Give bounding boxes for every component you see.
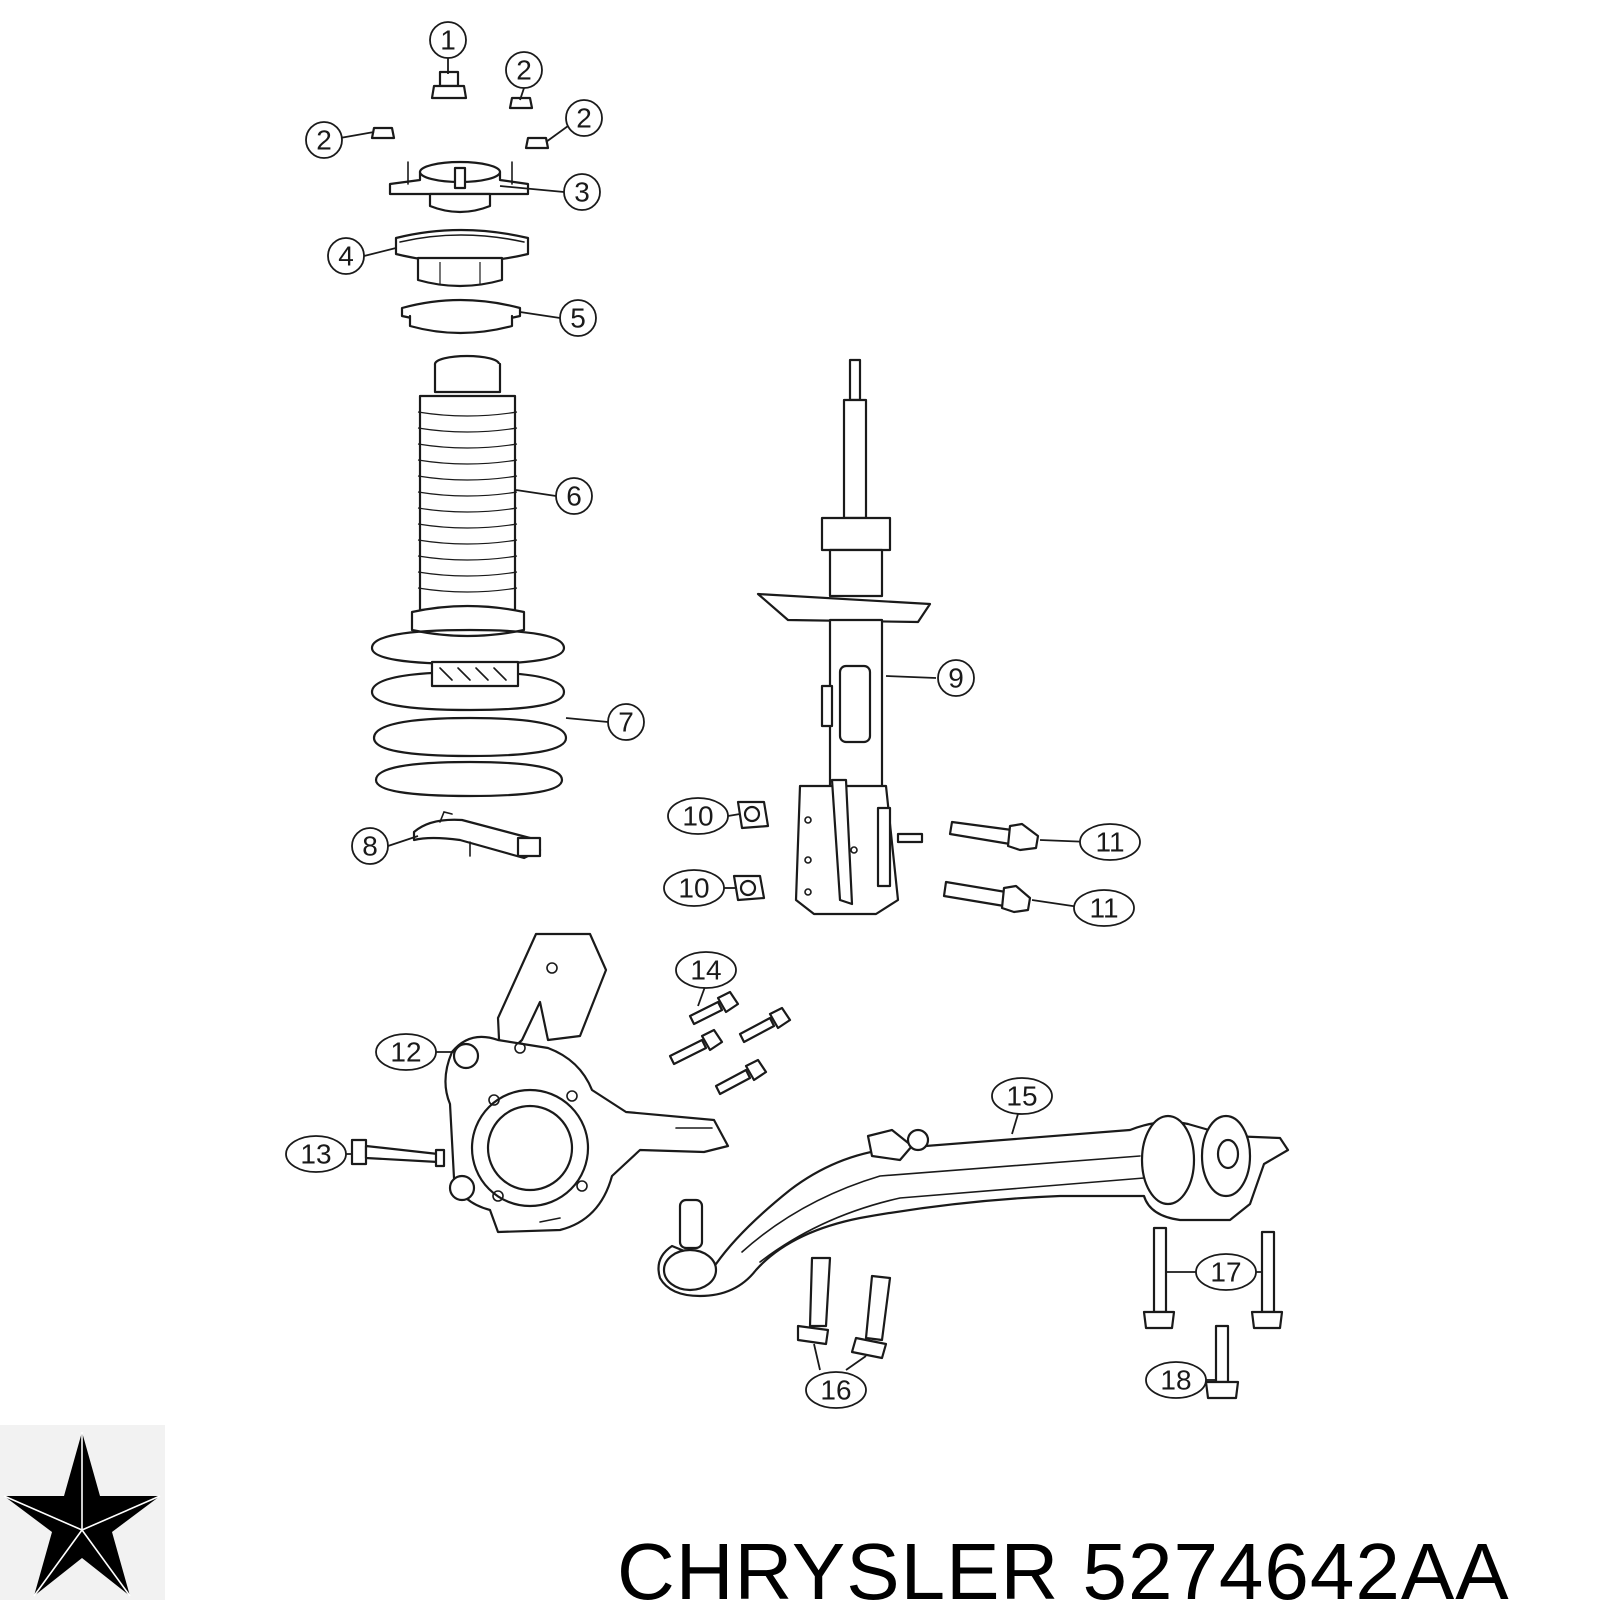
callout-6: 6: [555, 477, 593, 515]
callout-label: 10: [682, 801, 713, 832]
part-12-knuckle: [444, 932, 730, 1234]
part-15-control-arm: [657, 1114, 1290, 1298]
callout-label: 8: [362, 831, 378, 862]
callout-label: 5: [570, 303, 586, 334]
part-13-bolt: [350, 1138, 446, 1168]
part-2-nut-b: [508, 96, 534, 110]
brand-name: CHRYSLER: [617, 1527, 1060, 1616]
callout-label: 17: [1210, 1257, 1241, 1288]
part-17-bolt-b: [1250, 1230, 1284, 1330]
callout-8: 8: [351, 827, 389, 865]
callout-2b: 2: [305, 121, 343, 159]
part-14-bolt-c: [668, 1028, 724, 1066]
callout-label: 6: [566, 481, 582, 512]
part-11-bolt-b: [942, 880, 1032, 914]
part-11-bolt-a: [948, 820, 1040, 852]
part-9-strut: [756, 358, 932, 916]
callout-18: 18: [1145, 1361, 1207, 1399]
part-14-bolt-d: [714, 1058, 768, 1096]
callout-label: 3: [574, 177, 590, 208]
part-18-bolt: [1204, 1324, 1240, 1400]
callout-label: 4: [338, 241, 354, 272]
callout-label: 11: [1089, 893, 1118, 924]
callout-12: 12: [375, 1033, 437, 1071]
callout-label: 13: [300, 1139, 331, 1170]
part-7-coil-spring: [370, 628, 568, 798]
callout-label: 12: [390, 1037, 421, 1068]
part-16-bolt-b: [850, 1274, 892, 1360]
part-16-bolt-a: [796, 1256, 832, 1346]
callout-11a: 11: [1079, 823, 1141, 861]
callout-14: 14: [675, 951, 737, 989]
callout-1: 1: [429, 21, 467, 59]
callout-7: 7: [607, 703, 645, 741]
callout-label: 16: [820, 1375, 851, 1406]
callout-10b: 10: [663, 869, 725, 907]
leader-lines: [334, 58, 1262, 1381]
callout-9: 9: [937, 659, 975, 697]
callout-11b: 11: [1073, 889, 1135, 927]
part-10-nut-b: [732, 874, 766, 902]
callout-2a: 2: [505, 51, 543, 89]
part-14-bolt-b: [738, 1006, 792, 1044]
callout-label: 2: [316, 125, 332, 156]
callout-label: 18: [1160, 1365, 1191, 1396]
part-2-nut-a: [370, 126, 396, 140]
callout-label: 15: [1006, 1081, 1037, 1112]
pentastar-icon: [0, 1425, 165, 1600]
part-3-strut-mount: [388, 160, 530, 214]
callout-label: 1: [440, 25, 456, 56]
callout-label: 7: [618, 707, 634, 738]
callout-10a: 10: [667, 797, 729, 835]
part-2-nut-c: [524, 136, 550, 150]
part-4-bearing: [394, 228, 530, 288]
callout-5: 5: [559, 299, 597, 337]
part-10-nut-a: [736, 800, 770, 830]
callout-16: 16: [805, 1371, 867, 1409]
part-1-nut: [430, 70, 468, 100]
callout-label: 9: [948, 663, 964, 694]
callout-label: 14: [690, 955, 721, 986]
part-8-isolator: [412, 811, 542, 860]
callout-2c: 2: [565, 99, 603, 137]
part-6-dust-boot: [410, 354, 526, 638]
callout-13: 13: [285, 1135, 347, 1173]
part-14-bolt-a: [688, 990, 740, 1026]
callout-15: 15: [991, 1077, 1053, 1115]
callout-4: 4: [327, 237, 365, 275]
callout-17: 17: [1195, 1253, 1257, 1291]
callout-label: 10: [678, 873, 709, 904]
part-number: 5274642AA: [1082, 1527, 1510, 1616]
part-5-spring-seat: [400, 298, 522, 335]
brand-caption: CHRYSLER 5274642AA: [617, 1532, 1510, 1612]
part-17-bolt-a: [1142, 1226, 1176, 1330]
callout-label: 2: [576, 103, 592, 134]
callout-label: 2: [516, 55, 532, 86]
callout-3: 3: [563, 173, 601, 211]
callout-label: 11: [1095, 827, 1124, 858]
